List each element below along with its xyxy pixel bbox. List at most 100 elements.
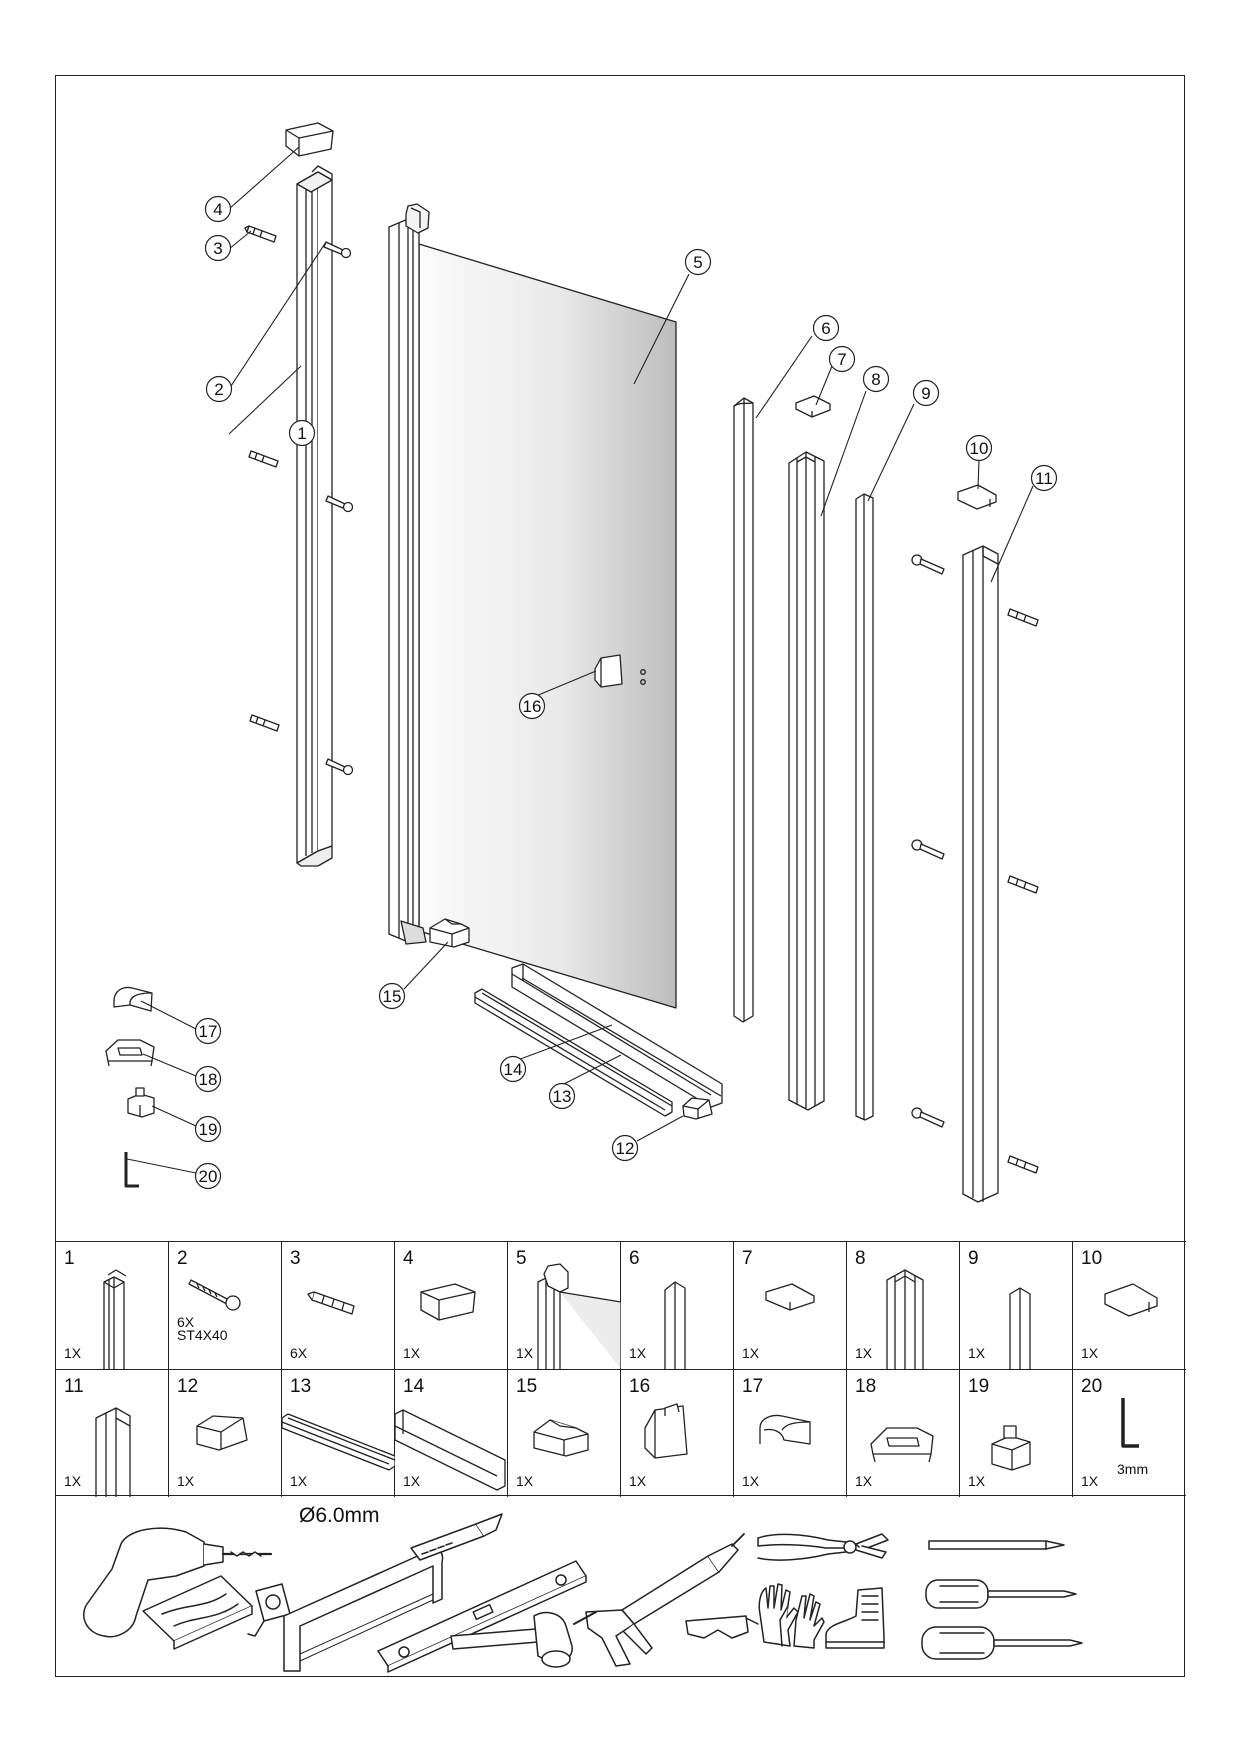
bottom-rail-icon <box>282 1413 395 1471</box>
wood-block-icon <box>142 1575 253 1650</box>
handle-knob <box>594 654 646 688</box>
callout-10: 10 <box>965 434 993 462</box>
callout-label: 9 <box>921 384 930 403</box>
part-quantity: 1X <box>64 1345 82 1361</box>
part-cell-9: 9 1X <box>960 1242 1073 1369</box>
callout-3: 3 <box>204 234 232 262</box>
callout-14: 14 <box>499 1055 527 1083</box>
part-number: 9 <box>968 1248 979 1269</box>
part-quantity: 1X <box>742 1473 760 1489</box>
callout-label: 15 <box>383 987 402 1006</box>
wall-profile-right <box>962 545 999 1203</box>
callout-17: 17 <box>194 1017 222 1045</box>
wall-plug-icon <box>307 1291 355 1315</box>
handle-knob-icon <box>644 1403 688 1459</box>
wall-profile-icon <box>103 1269 127 1369</box>
phillips-screwdriver-icon <box>921 1626 1083 1660</box>
callout-label: 17 <box>199 1022 218 1041</box>
callout-15: 15 <box>378 982 406 1010</box>
callout-19: 19 <box>194 1115 222 1143</box>
part-cell-14: 14 1X <box>395 1370 508 1497</box>
door-panel-icon <box>537 1263 621 1369</box>
part-quantity: 6X <box>290 1345 308 1361</box>
callout-11: 11 <box>1030 464 1058 492</box>
required-tools: Ø6.0mm <box>56 1495 1186 1679</box>
end-cap <box>957 484 997 510</box>
part-quantity: 1X <box>968 1345 986 1361</box>
utility-knife-icon <box>410 1513 503 1561</box>
callout-label: 19 <box>199 1120 218 1139</box>
part-number: 12 <box>177 1376 199 1397</box>
callout-18: 18 <box>194 1065 222 1093</box>
safety-glasses-icon <box>685 1615 759 1639</box>
part-number: 14 <box>403 1376 425 1397</box>
screws-left <box>323 241 354 776</box>
callout-9: 9 <box>912 379 940 407</box>
bottom-seal-icon <box>395 1409 506 1491</box>
callout-label: 3 <box>213 239 222 258</box>
part-number: 13 <box>290 1376 312 1397</box>
small-cap <box>795 395 831 418</box>
callout-label: 12 <box>616 1139 635 1158</box>
screws-right <box>911 554 945 1128</box>
part-number: 11 <box>64 1376 84 1397</box>
part-number: 18 <box>855 1376 877 1397</box>
callout-20: 20 <box>194 1162 222 1190</box>
part-number: 4 <box>403 1248 414 1269</box>
wall-plugs-left <box>244 225 280 732</box>
connector-block-icon <box>991 1425 1031 1471</box>
callout-label: 6 <box>821 319 830 338</box>
part-note: ST4X40 <box>177 1327 228 1343</box>
part-quantity: 1X <box>1081 1345 1099 1361</box>
end-cap-icon <box>1104 1283 1158 1317</box>
callout-label: 8 <box>871 370 880 389</box>
drill-icon <box>83 1527 273 1638</box>
wall-plugs-right <box>1007 608 1039 1174</box>
part-number: 15 <box>516 1376 538 1397</box>
caulking-gun-icon <box>573 1533 745 1667</box>
part-number: 19 <box>968 1376 990 1397</box>
foot-cap <box>682 1097 713 1120</box>
top-cap <box>285 122 334 157</box>
part-quantity: 1X <box>629 1473 647 1489</box>
drill-bit-size: Ø6.0mm <box>299 1504 380 1527</box>
pencil-icon <box>928 1540 1065 1550</box>
cover-cap-icon <box>759 1414 811 1445</box>
callout-13: 13 <box>548 1082 576 1110</box>
safety-boot-icon <box>825 1587 885 1649</box>
part-quantity: 1X <box>516 1473 534 1489</box>
part-quantity: 1X <box>403 1473 421 1489</box>
callout-16: 16 <box>518 692 546 720</box>
part-cell-13: 13 1X <box>282 1370 395 1497</box>
callout-1: 1 <box>288 419 316 447</box>
callout-label: 16 <box>523 697 542 716</box>
part-quantity: 1X <box>742 1345 760 1361</box>
callout-8: 8 <box>862 365 890 393</box>
small-cap-icon <box>765 1283 815 1311</box>
u-clip <box>105 1039 155 1067</box>
part-quantity: 1X <box>290 1473 308 1489</box>
flat-screwdriver-icon <box>925 1579 1077 1609</box>
gloves-icon <box>758 1583 825 1649</box>
foot-cap-icon <box>196 1415 248 1451</box>
bottom-clip-icon <box>533 1419 589 1457</box>
bottom-rail <box>474 988 673 1117</box>
pliers-icon <box>757 1533 889 1561</box>
bottom-clip <box>429 918 470 948</box>
part-number: 8 <box>855 1248 866 1269</box>
allen-key <box>124 1152 139 1188</box>
callout-label: 18 <box>199 1070 218 1089</box>
callout-label: 10 <box>970 439 989 458</box>
callout-12: 12 <box>611 1134 639 1162</box>
part-number: 5 <box>516 1248 527 1269</box>
cover-cap <box>113 986 153 1012</box>
